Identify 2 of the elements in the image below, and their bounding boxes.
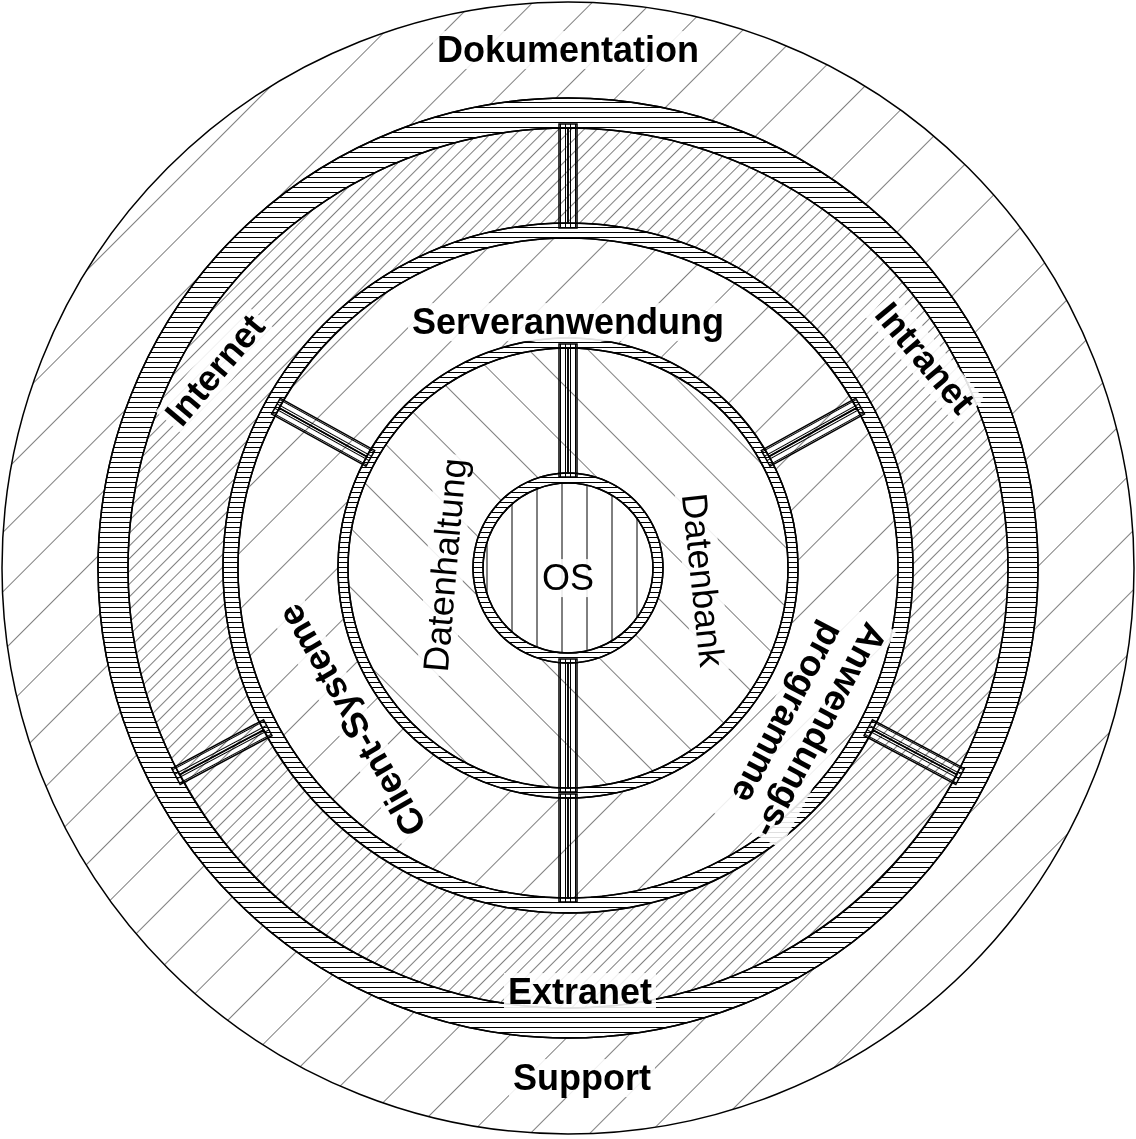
segment-label: Support bbox=[509, 1059, 655, 1097]
segment-label: Extranet bbox=[503, 973, 656, 1011]
